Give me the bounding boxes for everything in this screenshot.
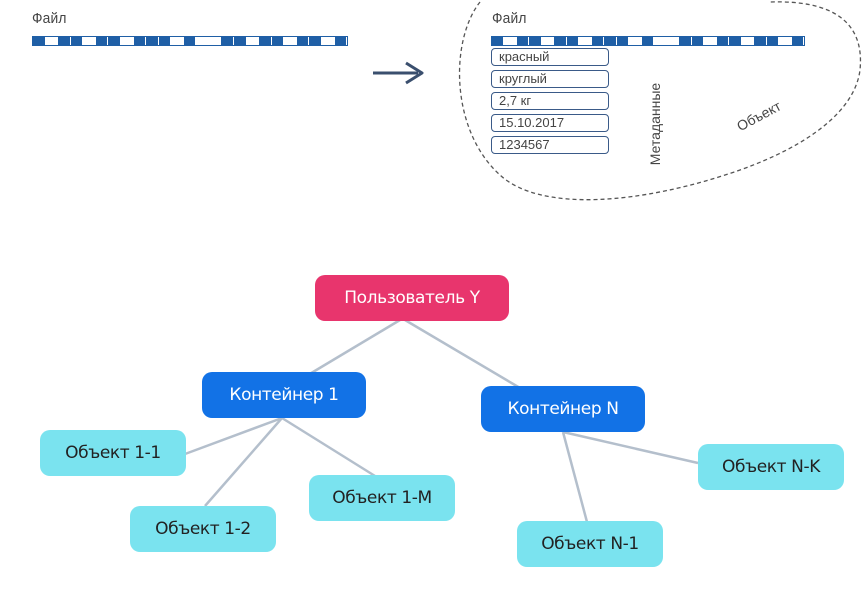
metadata-row: 15.10.2017 (491, 114, 609, 132)
file-label-right: Файл (492, 10, 527, 27)
container-node: Контейнер 1 (202, 372, 366, 418)
object-node: Объект 1-M (309, 475, 455, 521)
container-node: Контейнер N (481, 386, 645, 432)
edge-container1-obj11 (184, 416, 283, 456)
edge-container1-obj12 (204, 417, 283, 507)
metadata-row: 1234567 (491, 136, 609, 154)
object-boundary (458, 1, 862, 201)
file-bytes-strip-left (32, 36, 348, 46)
edge-user-container1 (307, 318, 401, 377)
metadata-row: круглый (491, 70, 609, 88)
metadata-row: 2,7 кг (491, 92, 609, 110)
arrow-right-icon (373, 61, 424, 85)
object-node: Объект 1-2 (130, 506, 276, 552)
file-label-left: Файл (32, 10, 67, 27)
user-node: Пользователь Y (315, 275, 509, 321)
edge-container1-obj1M (281, 416, 376, 478)
edge-containerN-objN1 (561, 431, 589, 523)
file-bytes-strip-right (491, 36, 805, 46)
object-node: Объект N-K (698, 444, 844, 490)
object-node: Объект 1-1 (40, 430, 186, 476)
edge-containerN-objNK (562, 430, 699, 465)
object-node: Объект N-1 (517, 521, 663, 567)
metadata-row: красный (491, 48, 609, 66)
edge-user-containerN (404, 318, 521, 390)
